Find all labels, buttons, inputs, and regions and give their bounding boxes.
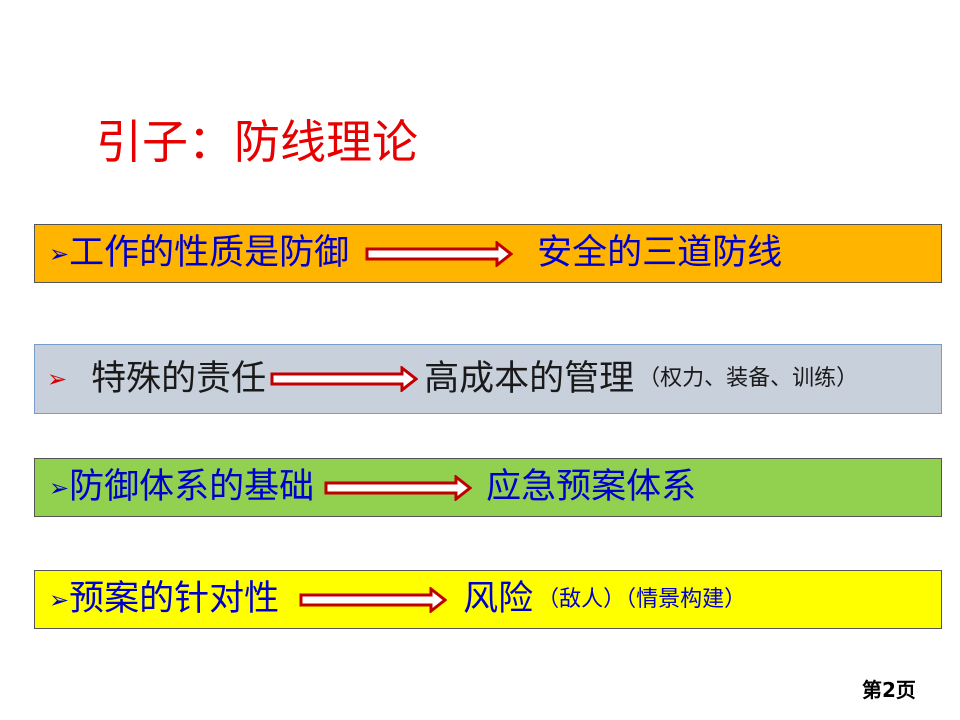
row-note-text: （权力、装备、训练） bbox=[638, 366, 859, 391]
row-left-text: 特殊的责任 bbox=[91, 358, 267, 399]
row-special-responsibility: ➢ 特殊的责任 高成本的管理 （权力、装备、训练） bbox=[34, 344, 942, 414]
row-plan-targeting: ➢ 预案的针对性 风险 （敌人）（情景构建） bbox=[34, 570, 942, 629]
arrowhead-bullet-icon: ➢ bbox=[49, 585, 70, 614]
arrowhead-bullet-icon: ➢ bbox=[49, 239, 70, 268]
row-work-nature: ➢ 工作的性质是防御 安全的三道防线 bbox=[34, 224, 942, 283]
row-right-text: 安全的三道防线 bbox=[537, 233, 783, 273]
row-right-text: 风险 bbox=[463, 579, 534, 619]
row-left-text: 预案的针对性 bbox=[69, 579, 280, 619]
row-right-text: 应急预案体系 bbox=[486, 467, 697, 507]
row-left-text: 防御体系的基础 bbox=[69, 467, 315, 507]
right-arrow-icon bbox=[365, 240, 514, 267]
page-number: 第2页 bbox=[862, 678, 916, 702]
row-right-text: 高成本的管理 bbox=[424, 358, 635, 399]
arrowhead-bullet-icon: ➢ bbox=[49, 473, 70, 502]
right-arrow-icon bbox=[299, 586, 448, 613]
arrowhead-bullet-icon: ➢ bbox=[47, 365, 68, 393]
slide-title: 引子：防线理论 bbox=[96, 115, 418, 169]
row-left-text: 工作的性质是防御 bbox=[69, 233, 350, 273]
right-arrow-icon bbox=[324, 474, 473, 501]
row-note-text: （敌人）（情景构建） bbox=[537, 586, 747, 612]
row-defense-foundation: ➢ 防御体系的基础 应急预案体系 bbox=[34, 458, 942, 517]
right-arrow-icon bbox=[270, 366, 419, 392]
